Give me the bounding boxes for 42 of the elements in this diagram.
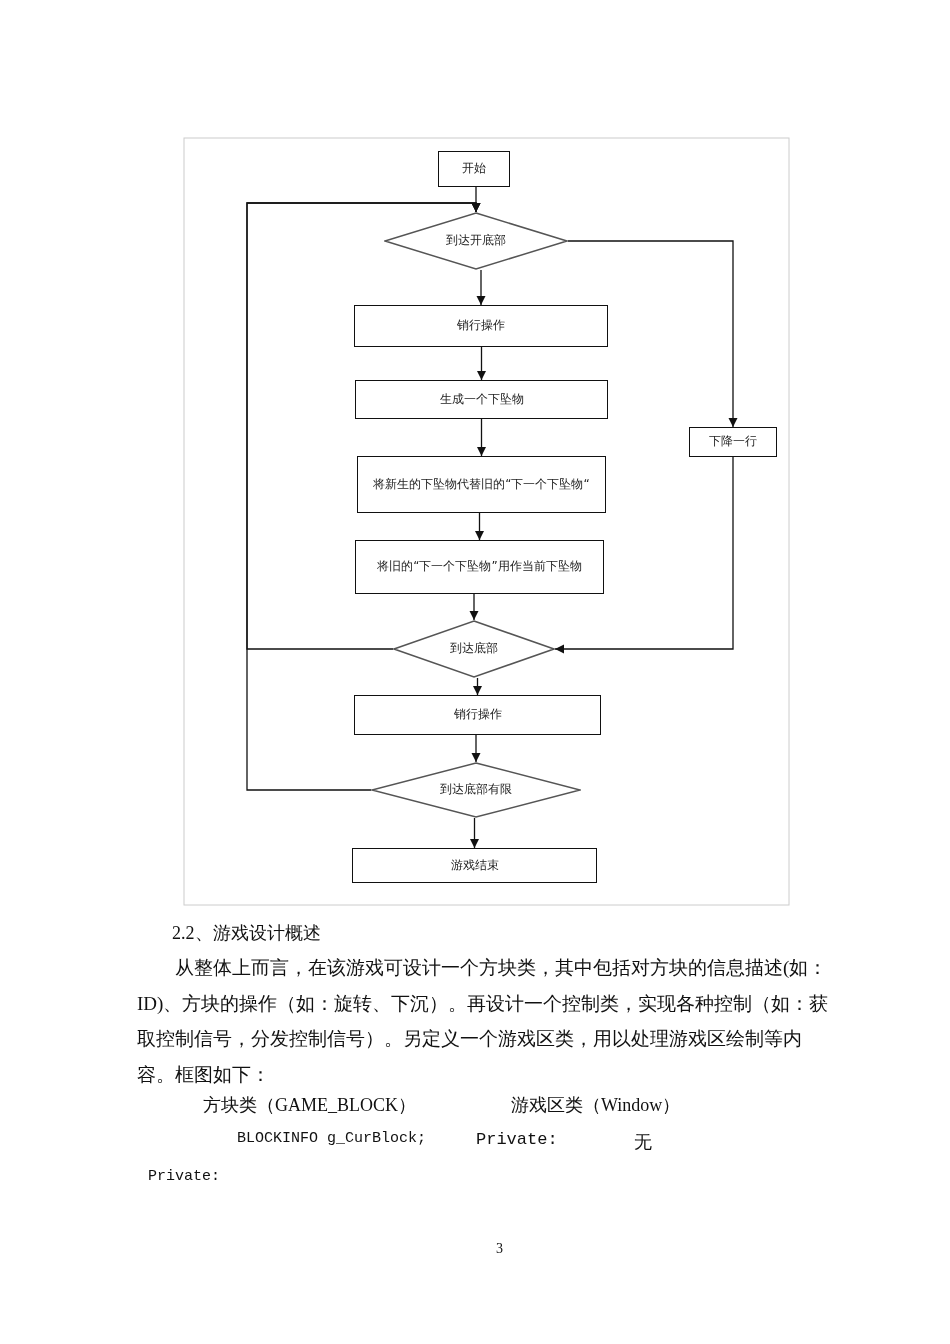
node-label: 游戏结束 [450,856,499,874]
code-text: Private: [148,1168,220,1185]
class-name: 游戏区类（Window） [511,1094,681,1117]
node-label: 销行操作 [457,317,505,335]
arrow [471,734,481,763]
process-box [689,427,777,457]
arrow [476,269,486,306]
arrow [567,240,738,428]
decision-diamond [371,762,581,818]
node-label: 生成一个下坠物 [439,390,524,408]
decision-diamond [393,620,555,678]
arrow [469,593,479,621]
arrow [554,456,734,654]
process-box [357,456,606,513]
arrow [469,817,480,849]
code-text: BLOCKINFO g_CurBlock; [237,1130,427,1147]
node-label: 将新生的下坠物代替旧的“下一个下坠物“ [373,475,590,493]
page-number: 3 [496,1241,503,1257]
paragraph: 从整体上而言，在该游戏可设计一个方块类，其中包括对方块的信息描述(如：ID)、方块的操作（如：旋转、下沉）。再设计一个控制类，实现各种控制（如：获取控制信号，分发控制信号）。另定义一个游戏区类，用以处理游戏区绘制等内容。框图如下： [137,956,830,1087]
node-label: 下降一行 [709,433,757,451]
node-label: 到达底部 [450,640,498,658]
decision-diamond [384,212,568,270]
arrow [474,512,485,541]
label-text: 无 [634,1131,652,1154]
arrow [246,202,481,791]
node-label: 开始 [462,160,486,178]
arrow [476,418,487,457]
arrow [476,346,487,381]
process-box [355,540,604,594]
section-heading: 2.2、游戏设计概述 [172,922,321,945]
node-label: 到达底部有限 [440,781,512,799]
node-label: 到达开底部 [446,232,506,250]
process-box [354,305,608,347]
process-box [438,151,510,187]
node-label: 将旧的“下一个下坠物”用作当前下坠物 [377,558,582,576]
process-box [355,380,608,419]
process-box [354,695,601,735]
arrow [472,677,483,696]
node-label: 销行操作 [453,706,502,724]
class-name: 方块类（GAME_BLOCK） [203,1094,416,1117]
process-box [352,848,597,883]
code-text: Private: [476,1130,558,1149]
